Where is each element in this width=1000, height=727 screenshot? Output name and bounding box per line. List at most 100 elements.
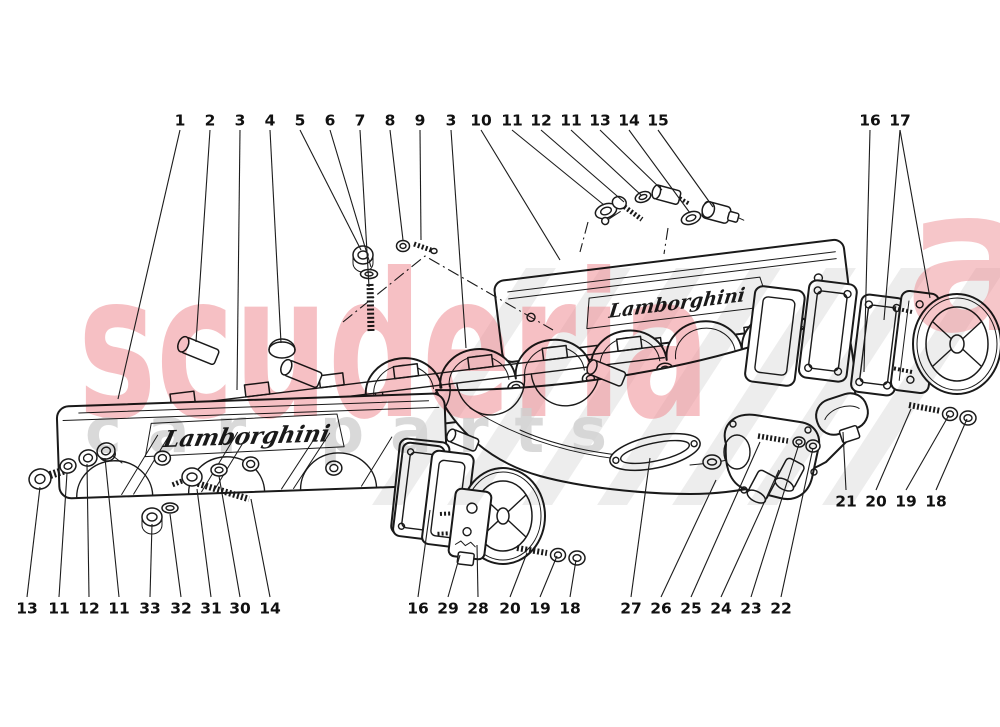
leader-line-16 — [863, 129, 871, 373]
callout-2: 2 — [205, 112, 216, 130]
leader-line-11 — [104, 457, 120, 598]
callout-33: 33 — [139, 600, 161, 618]
callout-3: 3 — [446, 112, 457, 130]
callout-9: 9 — [415, 112, 426, 130]
leader-line-6 — [329, 129, 372, 268]
callout-6: 6 — [325, 112, 336, 130]
callout-1: 1 — [175, 112, 186, 130]
thermo-switch — [701, 200, 745, 224]
callout-12: 12 — [530, 112, 552, 130]
leader-line-7 — [359, 129, 370, 288]
callout-14: 14 — [259, 600, 281, 618]
leader-line-18 — [935, 418, 968, 491]
leader-line-24 — [720, 469, 780, 598]
leader-line-9 — [419, 129, 422, 241]
callout-21: 21 — [835, 493, 857, 511]
callout-24: 24 — [710, 600, 732, 618]
callout-4: 4 — [265, 112, 276, 130]
callout-11: 11 — [48, 600, 70, 618]
diagram-line-art: Lamborghini — [28, 184, 1000, 567]
callout-32: 32 — [170, 600, 192, 618]
leader-line-25 — [690, 441, 761, 598]
leader-line-4 — [269, 129, 282, 344]
callout-26: 26 — [650, 600, 672, 618]
callout-27: 27 — [620, 600, 642, 618]
callout-29: 29 — [437, 600, 459, 618]
banjo-bolt — [600, 195, 644, 226]
leader-line-1 — [117, 129, 181, 400]
callout-16: 16 — [859, 112, 881, 130]
callout-13: 13 — [589, 112, 611, 130]
callout-28: 28 — [467, 600, 489, 618]
leader-line-22 — [780, 447, 814, 598]
union-fitting — [651, 184, 691, 206]
callout-18: 18 — [925, 493, 947, 511]
leader-line-32 — [169, 513, 182, 598]
callout-22: 22 — [770, 600, 792, 618]
callout-10: 10 — [470, 112, 492, 130]
watermark-tagline: car parts — [85, 394, 633, 467]
leader-line-23 — [750, 443, 800, 598]
callout-18: 18 — [559, 600, 581, 618]
leader-line-16 — [417, 509, 431, 598]
callout-7: 7 — [355, 112, 366, 130]
callout-5: 5 — [295, 112, 306, 130]
callout-19: 19 — [895, 493, 917, 511]
leader-line-3 — [450, 129, 467, 349]
leader-line-15 — [657, 129, 714, 208]
dowel-pins — [177, 335, 627, 452]
leader-line-26 — [660, 479, 717, 598]
callout-12: 12 — [78, 600, 100, 618]
leader-line-33 — [149, 523, 153, 598]
callout-8: 8 — [385, 112, 396, 130]
leader-line-30 — [218, 475, 241, 598]
leader-line-28 — [476, 544, 479, 598]
leader-line-14 — [628, 129, 691, 214]
callout-16: 16 — [407, 600, 429, 618]
watermark-brand: scuderia — [78, 231, 710, 464]
cap-plug — [268, 338, 296, 359]
callout-17: 17 — [889, 112, 911, 130]
leader-line-31 — [196, 488, 212, 598]
fasteners-bottom-center — [516, 545, 586, 566]
leader-line-27 — [630, 457, 651, 598]
leader-line-12 — [540, 129, 625, 203]
leader-line-5 — [299, 129, 362, 251]
callout-11: 11 — [501, 112, 523, 130]
leader-line-14 — [250, 498, 271, 598]
callout-20: 20 — [499, 600, 521, 618]
callout-31: 31 — [200, 600, 222, 618]
watermark-brand-partial: a — [905, 145, 1000, 378]
callout-11: 11 — [108, 600, 130, 618]
callout-20: 20 — [865, 493, 887, 511]
callout-23: 23 — [740, 600, 762, 618]
callout-11: 11 — [560, 112, 582, 130]
leader-line-13 — [599, 129, 663, 191]
callout-30: 30 — [229, 600, 251, 618]
watermark: scuderia a car parts — [78, 145, 1000, 505]
throttle-linkage — [435, 487, 493, 567]
leader-line-13 — [26, 486, 41, 598]
leader-line-21 — [842, 431, 847, 491]
leader-line-17 — [899, 129, 931, 299]
stud-nut-washer-top — [352, 239, 438, 332]
leader-line-3 — [236, 129, 241, 391]
leader-line-19 — [539, 555, 558, 598]
leader-line-11 — [570, 129, 642, 196]
fasteners-bottom-left — [28, 442, 250, 535]
callout-13: 13 — [16, 600, 38, 618]
leader-line-18 — [569, 559, 577, 598]
leader-line-20 — [875, 408, 912, 491]
leader-line-11 — [58, 472, 68, 598]
leader-line-17 — [883, 129, 901, 321]
callout-15: 15 — [647, 112, 669, 130]
leader-line-10 — [480, 129, 561, 261]
sensor-parts-cluster — [579, 184, 745, 255]
callout-25: 25 — [680, 600, 702, 618]
leader-line-19 — [905, 414, 950, 491]
leader-line-2 — [195, 129, 211, 343]
leader-line-29 — [447, 554, 461, 598]
leader-line-8 — [389, 129, 404, 241]
